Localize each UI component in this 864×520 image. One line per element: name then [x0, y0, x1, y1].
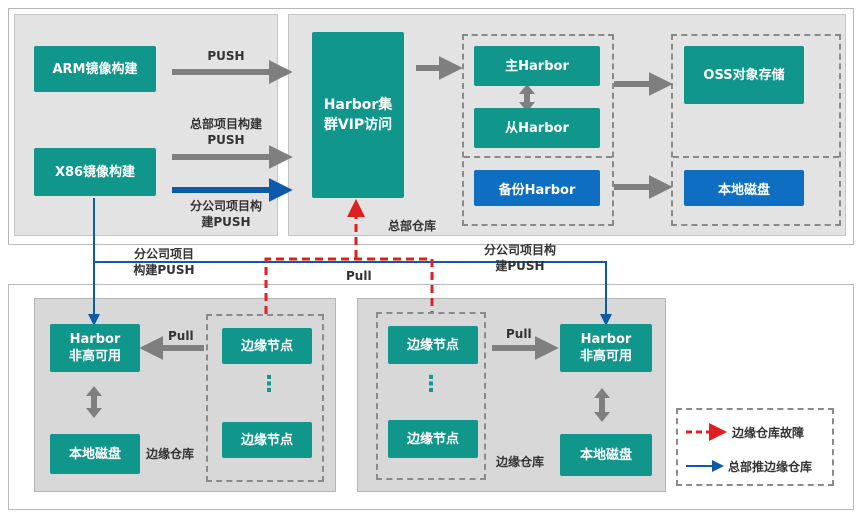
oss-storage-box: OSS对象存储 — [684, 46, 804, 104]
slave-harbor-box: 从Harbor — [474, 108, 600, 148]
harbor-cluster-group — [462, 34, 614, 226]
edge-nodes-group-left — [206, 314, 324, 482]
pull-label-center: Pull — [346, 269, 372, 283]
branch-push-label-left: 分公司项目 构建PUSH — [133, 247, 195, 277]
harbor-disk-arrowhead-right-down — [594, 412, 610, 422]
harbor-disk-arrowhead-left-up — [86, 386, 102, 396]
x86-build-box: X86镜像构建 — [34, 148, 156, 196]
master-slave-arrowhead-up — [519, 84, 535, 94]
edge-repo-label-left: 边缘仓库 — [146, 447, 195, 461]
storage-group — [671, 34, 841, 226]
local-disk-right: 本地磁盘 — [560, 434, 652, 476]
harbor-vip-box: Harbor集 群VIP访问 — [312, 32, 404, 198]
hq-local-disk-box: 本地磁盘 — [684, 170, 804, 206]
legend-failure-label: 边缘仓库故障 — [732, 426, 805, 440]
dots-left: ⋮ — [258, 372, 280, 397]
branch-project-push-label: 分公司项目构 建PUSH — [189, 199, 262, 229]
local-disk-left: 本地磁盘 — [50, 434, 140, 474]
hq-project-push-label: 总部项目构建 PUSH — [189, 117, 262, 147]
pull-label-left: Pull — [168, 329, 194, 343]
edge-node-right-1: 边缘节点 — [388, 326, 478, 364]
pull-label-right: Pull — [506, 327, 532, 341]
master-slave-arrowhead-down — [519, 102, 535, 112]
legend-push-label: 总部推边缘仓库 — [728, 460, 813, 474]
failure-pull-line — [264, 257, 434, 314]
edge-node-left-2: 边缘节点 — [222, 422, 312, 458]
master-harbor-box: 主Harbor — [474, 46, 600, 86]
push-label: PUSH — [207, 49, 245, 63]
arm-build-box: ARM镜像构建 — [34, 46, 156, 92]
edge-repo-label-right: 边缘仓库 — [496, 455, 545, 469]
storage-group-divider — [673, 156, 839, 158]
hq-repo-label: 总部仓库 — [388, 219, 437, 233]
harbor-disk-arrowhead-right-up — [594, 388, 610, 398]
harbor-group-divider — [464, 156, 612, 158]
edge-node-right-2: 边缘节点 — [388, 420, 478, 458]
dots-right: ⋮ — [420, 372, 442, 397]
backup-harbor-box: 备份Harbor — [474, 170, 600, 206]
edge-node-left-1: 边缘节点 — [222, 328, 312, 364]
harbor-box-left: Harbor 非高可用 — [50, 324, 140, 372]
harbor-box-right: Harbor 非高可用 — [560, 324, 652, 372]
harbor-disk-arrowhead-left-down — [86, 408, 102, 418]
legend-box — [676, 408, 834, 486]
edge-nodes-group-right — [376, 312, 486, 480]
branch-push-label-right: 分公司项目构 建PUSH — [483, 243, 556, 273]
